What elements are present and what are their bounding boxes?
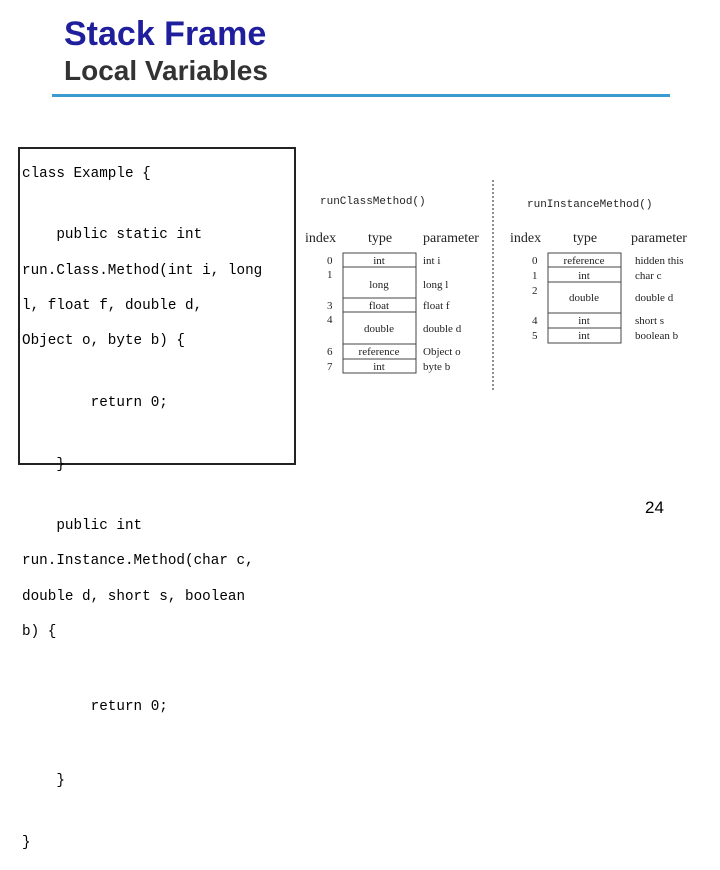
right-row-param: short s <box>635 315 664 327</box>
right-row-index: 5 <box>532 330 538 342</box>
code-line: return 0; <box>22 698 168 715</box>
code-line: } <box>22 835 31 852</box>
right-row-param: char c <box>635 270 662 282</box>
left-row-index: 0 <box>327 255 333 267</box>
right-header-type: type <box>573 231 597 246</box>
left-header-type: type <box>368 231 392 246</box>
right-row-type: double <box>569 292 599 304</box>
code-line: public static int <box>22 227 203 244</box>
right-cell-5 <box>547 327 622 344</box>
right-row-index: 0 <box>532 255 538 267</box>
code-line: run.Class.Method(int i, long <box>22 262 263 279</box>
left-row-type: float <box>369 300 389 312</box>
left-row-type: reference <box>359 346 400 358</box>
title-underline <box>52 94 670 97</box>
right-row-type: int <box>578 270 590 282</box>
left-frame-name: runClassMethod() <box>320 196 426 208</box>
right-row-index: 4 <box>532 315 538 327</box>
code-line: run.Instance.Method(char c, <box>22 553 254 570</box>
page-number: 24 <box>645 498 664 517</box>
code-line: } <box>22 773 65 790</box>
right-row-type: int <box>578 315 590 327</box>
code-line: } <box>22 456 65 473</box>
code-line: Object o, byte b) { <box>22 332 186 349</box>
left-row-index: 4 <box>327 314 333 326</box>
left-row-param: long l <box>423 279 448 291</box>
left-row-index: 6 <box>327 346 333 358</box>
code-line: class Example { <box>22 165 151 182</box>
slide-title: Stack Frame <box>64 15 267 53</box>
code-line: return 0; <box>22 394 168 411</box>
left-row-param: int i <box>423 255 440 267</box>
right-row-param: boolean b <box>635 330 679 342</box>
left-row-param: float f <box>423 300 450 312</box>
left-row-type: int <box>373 361 385 373</box>
code-line: double d, short s, boolean <box>22 588 246 605</box>
right-row-index: 2 <box>532 285 538 297</box>
code-line: public int <box>22 518 143 535</box>
left-row-type: int <box>373 255 385 267</box>
left-header-parameter: parameter <box>423 231 479 246</box>
slide-subtitle: Local Variables <box>64 55 268 86</box>
left-row-index: 1 <box>327 269 333 281</box>
right-header-parameter: parameter <box>631 231 687 246</box>
right-row-type: reference <box>564 255 605 267</box>
left-row-index: 7 <box>327 361 333 373</box>
code-box <box>18 147 296 465</box>
right-row-index: 1 <box>532 270 538 282</box>
right-row-param: hidden this <box>635 255 684 267</box>
right-header-index: index <box>510 231 541 246</box>
left-header-index: index <box>305 231 336 246</box>
right-row-type: int <box>578 330 590 342</box>
left-row-param: byte b <box>423 361 451 373</box>
code-line: l, float f, double d, <box>22 297 203 314</box>
left-row-type: double <box>364 323 394 335</box>
left-cell-7 <box>342 358 417 374</box>
right-row-param: double d <box>635 292 674 304</box>
right-frame-name: runInstanceMethod() <box>527 199 652 211</box>
code-line: b) { <box>22 623 57 640</box>
stack-frame-diagram: runClassMethod() index type parameter 0 … <box>305 180 687 392</box>
left-row-index: 3 <box>327 300 333 312</box>
left-row-param: Object o <box>423 346 461 358</box>
left-row-param: double d <box>423 323 462 335</box>
left-row-type: long <box>369 279 389 291</box>
